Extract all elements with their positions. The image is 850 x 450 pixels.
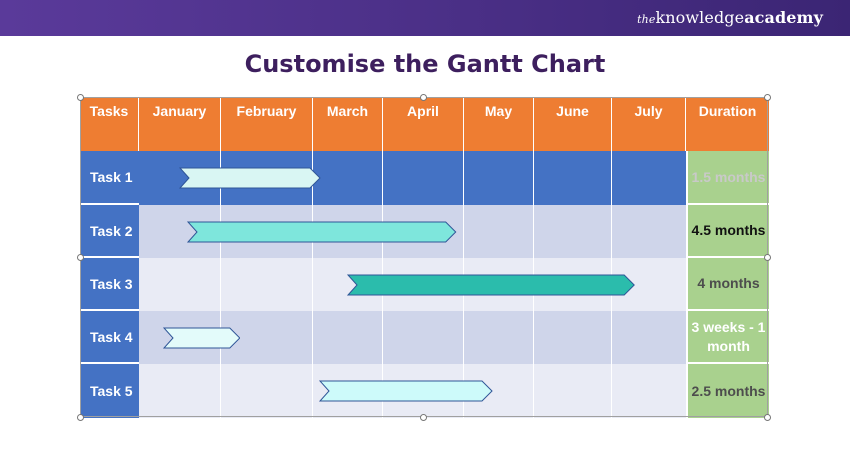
header-april: April xyxy=(383,97,464,151)
resize-handle-bottom-middle[interactable] xyxy=(420,414,427,421)
task-label-3: Task 3 xyxy=(80,258,139,311)
resize-handle-middle-right[interactable] xyxy=(764,254,771,261)
gantt-bar-task-2[interactable] xyxy=(187,221,457,243)
knowledge-academy-logo: theknowledgeacademy xyxy=(637,8,823,27)
chevron-shape xyxy=(162,327,241,348)
header-february: February xyxy=(221,97,313,151)
task-label-4: Task 4 xyxy=(80,311,139,364)
duration-2: 4.5 months xyxy=(686,205,769,258)
resize-handle-middle-left[interactable] xyxy=(77,254,84,261)
chevron-shape xyxy=(187,221,457,242)
header-march: March xyxy=(313,97,383,151)
resize-handle-top-left[interactable] xyxy=(77,94,84,101)
task-label-5: Task 5 xyxy=(80,364,139,418)
resize-handle-bottom-right[interactable] xyxy=(764,414,771,421)
gridline xyxy=(312,151,313,418)
gantt-bar-task-3[interactable] xyxy=(347,274,635,296)
resize-handle-bottom-left[interactable] xyxy=(77,414,84,421)
gantt-bar-task-5[interactable] xyxy=(319,380,493,402)
top-banner: theknowledgeacademy xyxy=(0,0,850,36)
chevron-shape xyxy=(179,167,321,189)
duration-4: 3 weeks - 1 month xyxy=(686,311,769,364)
header-tasks: Tasks xyxy=(80,97,139,151)
chevron-shape xyxy=(319,380,493,402)
task-label-2: Task 2 xyxy=(80,205,139,258)
gantt-bar-task-4[interactable] xyxy=(162,327,241,349)
header-july: July xyxy=(612,97,686,151)
header-january: January xyxy=(139,97,221,151)
duration-3: 4 months xyxy=(686,258,769,311)
resize-handle-top-right[interactable] xyxy=(764,94,771,101)
header-duration: Duration xyxy=(686,97,769,151)
duration-1: 1.5 months xyxy=(686,151,769,205)
header-may: May xyxy=(464,97,534,151)
gantt-bar-task-1[interactable] xyxy=(179,167,321,189)
chevron-shape xyxy=(347,274,635,295)
header-june: June xyxy=(534,97,612,151)
duration-5: 2.5 months xyxy=(686,364,769,418)
resize-handle-top-middle[interactable] xyxy=(420,94,427,101)
gridline xyxy=(220,151,221,418)
gantt-chart-table: Tasks January February March April May J… xyxy=(80,97,769,418)
task-label-1: Task 1 xyxy=(80,151,139,205)
page-title: Customise the Gantt Chart xyxy=(244,50,606,78)
